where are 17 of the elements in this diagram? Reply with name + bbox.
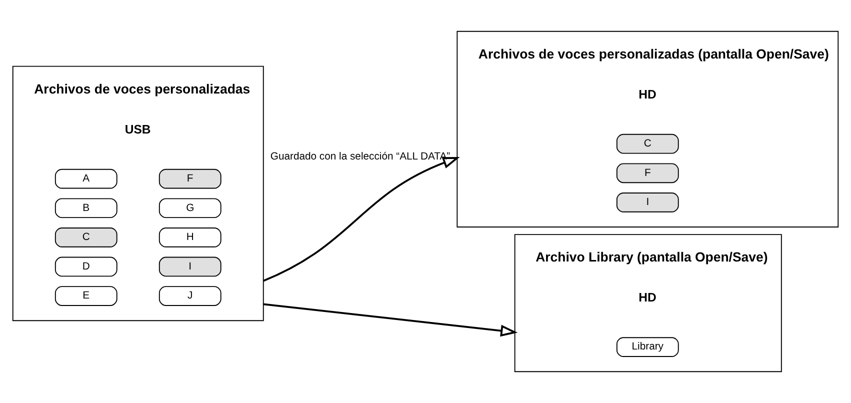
- arrow: [263, 157, 460, 282]
- node-box: E: [54, 286, 118, 306]
- node-box: C: [616, 134, 679, 154]
- node-box: J: [158, 286, 222, 306]
- node-box: F: [616, 163, 679, 184]
- node-box: B: [54, 198, 118, 218]
- node-box: A: [54, 168, 118, 189]
- node-box: I: [616, 192, 679, 212]
- node-box: Library: [616, 337, 679, 357]
- node-box: I: [158, 256, 222, 277]
- node-box: C: [54, 228, 118, 248]
- node-box: F: [158, 168, 222, 189]
- node-box: G: [158, 198, 222, 218]
- node-box: D: [54, 256, 118, 277]
- edge-label: Guardado con la selección “ALL DATA”: [270, 152, 450, 163]
- arrow: [263, 303, 518, 337]
- node-box: H: [158, 228, 222, 248]
